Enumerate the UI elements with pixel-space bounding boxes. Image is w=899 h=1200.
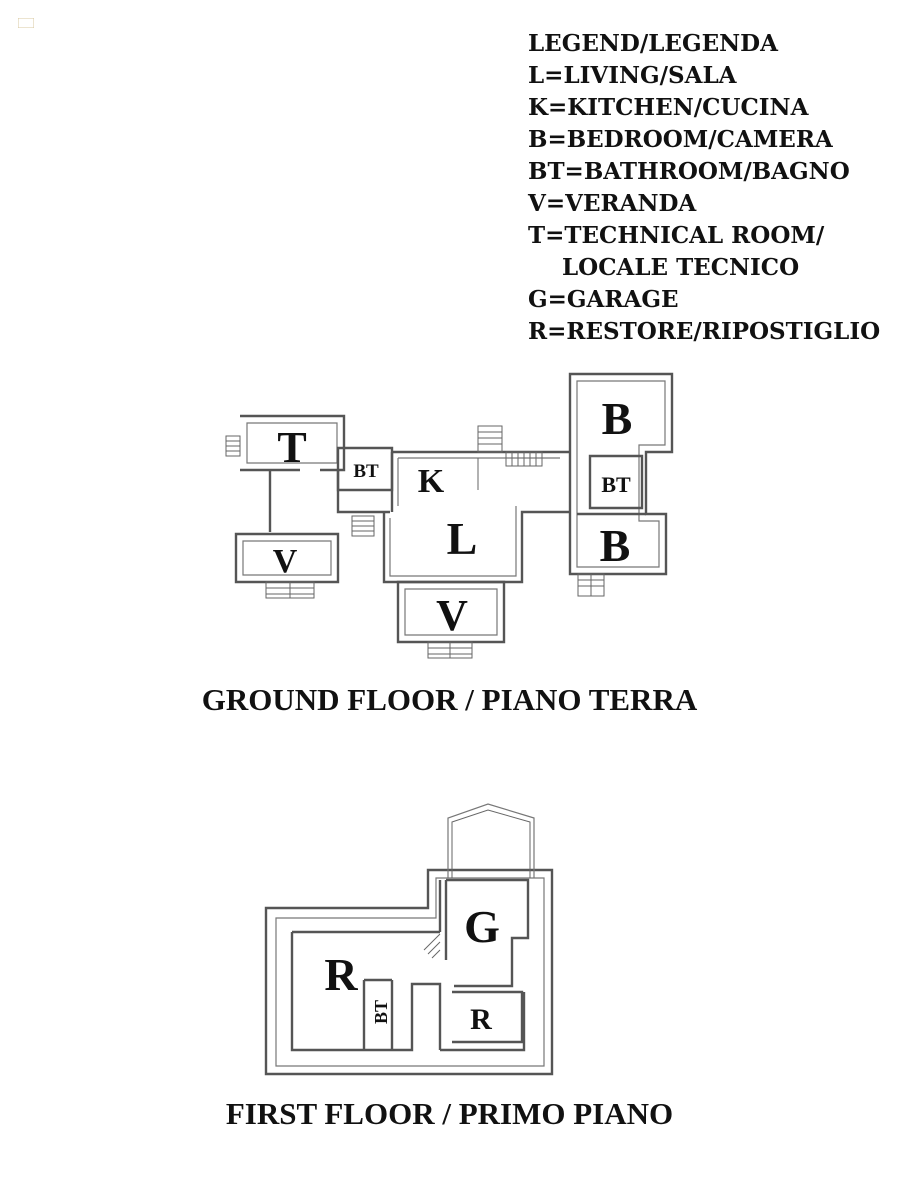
room-label-technical: T (277, 423, 306, 472)
ground-floor-plan: T BT K L V V B BT B (225, 372, 674, 659)
wall-restore-right (452, 990, 524, 1044)
legend-item-kitchen: K=KITCHEN/CUCINA (528, 94, 809, 121)
wall-first-floor-outer (264, 868, 554, 1076)
room-label-veranda-center: V (436, 591, 468, 640)
first-floor-caption: FIRST FLOOR / PRIMO PIANO (225, 1096, 674, 1131)
stairs-veranda-left (265, 581, 315, 599)
legend-item-technical: T=TECHNICAL ROOM/ (528, 222, 825, 249)
legend-item-restore: R=RESTORE/RIPOSTIGLIO (528, 318, 881, 345)
room-label-restore-left: R (324, 949, 358, 1000)
wall-garage (440, 878, 530, 1052)
ground-floor-caption: GROUND FLOOR / PIANO TERRA (201, 682, 698, 717)
legend: LEGEND/LEGENDA L=LIVING/SALA K=KITCHEN/C… (528, 28, 880, 348)
stairs-kitchen-top (477, 425, 503, 453)
wall-veranda-left (234, 532, 340, 584)
wall-first-floor-outer-inner (275, 877, 545, 1067)
wall-technical (240, 414, 346, 472)
stairs-bedroom (577, 573, 605, 597)
room-label-bath-right: BT (601, 472, 631, 497)
stairs-technical (225, 435, 241, 457)
legend-item-bedroom: B=BEDROOM/CAMERA (528, 126, 833, 153)
room-label-veranda-left: V (273, 543, 298, 580)
first-floor-plan: G R BT R (264, 803, 554, 1076)
stairs-veranda-center (427, 641, 473, 659)
wall-terrace (447, 803, 535, 878)
wall-veranda-center-inner (404, 588, 498, 636)
wall-bath-right (588, 454, 644, 510)
wall-bedroom-wing-inner (576, 380, 666, 568)
legend-title: LEGEND/LEGENDA (528, 30, 778, 57)
wall-bath-first (362, 978, 394, 1050)
wall-kitchen-living-inner (389, 457, 560, 577)
wall-restore-left (290, 880, 442, 1052)
legend-item-technical-it: LOCALE TECNICO (562, 254, 800, 281)
legend-item-bathroom: BT=BATHROOM/BAGNO (528, 158, 850, 185)
room-label-bedroom-bottom: B (600, 520, 631, 571)
stairs-bath-left (351, 515, 375, 537)
legend-item-garage: G=GARAGE (528, 286, 679, 313)
stairs-kitchen-right (505, 451, 543, 467)
room-label-bath-left: BT (353, 461, 379, 482)
room-label-garage: G (464, 901, 500, 952)
room-label-bedroom-top: B (602, 393, 633, 444)
room-label-bath-first: BT (371, 1000, 391, 1024)
wall-veranda-left-inner (242, 540, 332, 576)
room-label-living: L (447, 513, 478, 564)
stairs-first-floor (423, 933, 441, 959)
wall-veranda-center (396, 580, 506, 644)
room-label-kitchen: K (418, 463, 445, 500)
room-label-restore-right: R (470, 1003, 492, 1036)
wall-terrace-inner (451, 809, 531, 878)
legend-item-living: L=LIVING/SALA (528, 62, 737, 89)
legend-item-veranda: V=VERANDA (528, 190, 697, 217)
